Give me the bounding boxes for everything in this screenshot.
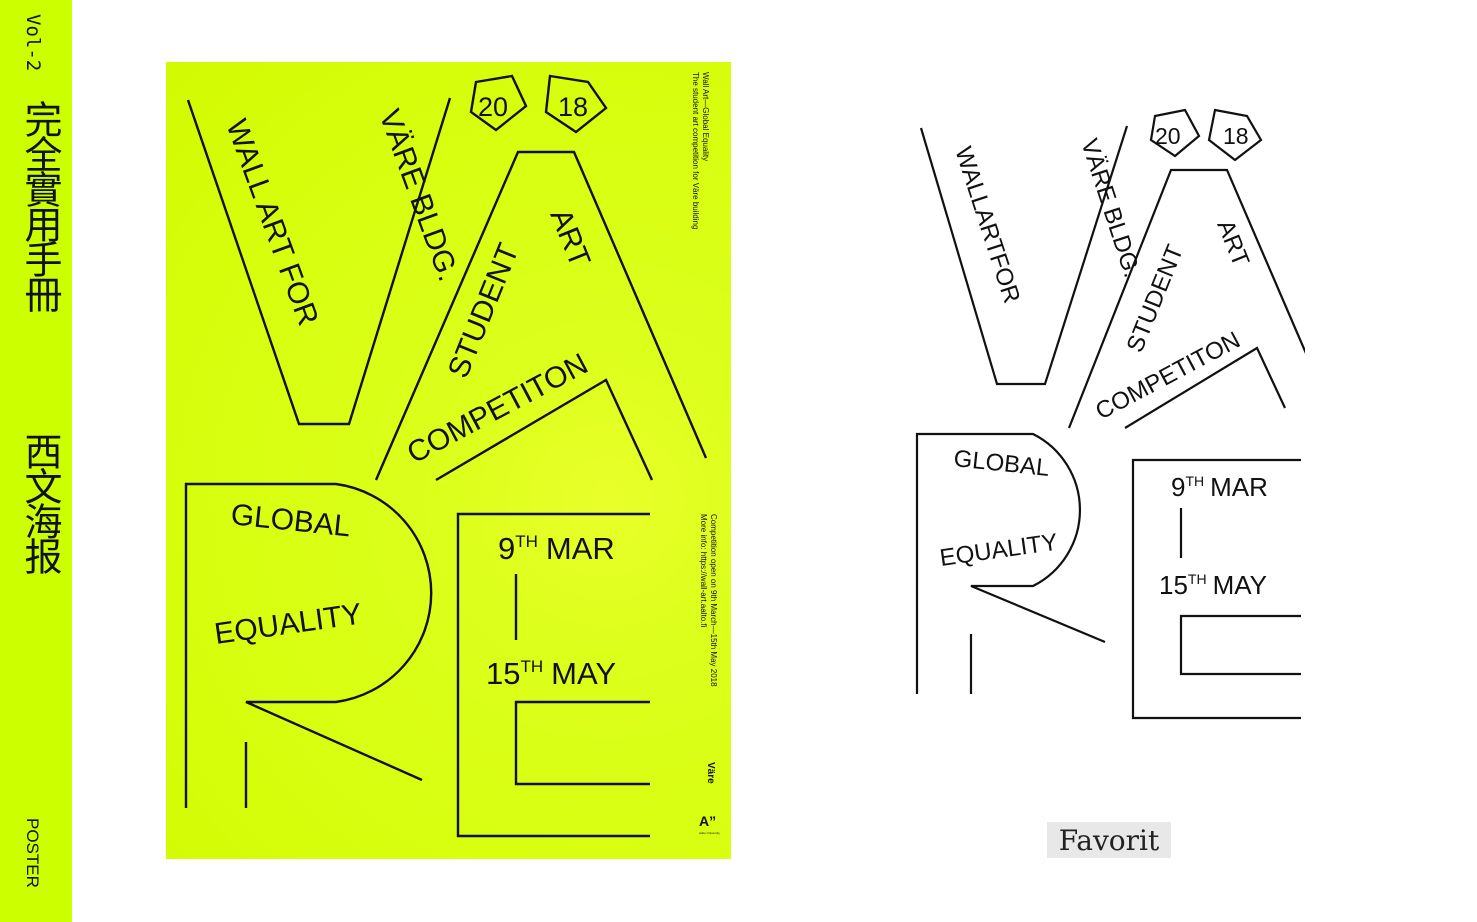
lineart-r-shape bbox=[915, 432, 1106, 694]
poster-date-start-month: MAR bbox=[546, 531, 615, 566]
year-pentagon-right bbox=[544, 74, 608, 134]
poster-date-start-sup: TH bbox=[515, 532, 538, 551]
poster-year-left: 20 bbox=[478, 92, 508, 122]
poster-side-info2: More info: https://wall-art.aalto.fi bbox=[699, 514, 708, 628]
poster-date-start-day: 9 bbox=[498, 531, 515, 566]
poster-date-end-month: MAY bbox=[551, 656, 616, 691]
lineart-date-start: 9TH MAR bbox=[1171, 472, 1268, 502]
poster-side-info1: Competition open on 9th March—15th May 2… bbox=[709, 514, 718, 687]
font-sample-artwork: 20 18 VÄRE BLDG. WALLARTFOR ART STUDENT … bbox=[905, 98, 1305, 728]
lineart-date-end: 15TH MAY bbox=[1159, 570, 1267, 600]
lineart-year-pentagon-left bbox=[1149, 108, 1201, 158]
poster-a-line3: COMPETITON bbox=[402, 347, 594, 470]
year-pentagon-left bbox=[469, 74, 528, 132]
r-shape-outline bbox=[184, 482, 433, 808]
e-shape-outline bbox=[456, 512, 650, 838]
lineart-a-line1: ART bbox=[1211, 216, 1254, 271]
poster-date-end-day: 15 bbox=[486, 656, 520, 691]
lineart-a-counter bbox=[1124, 346, 1286, 429]
poster-artwork: 20 18 VÄRE BLDG. WALL ART FOR ART STUDEN… bbox=[184, 72, 720, 838]
lineart-e-inner bbox=[1179, 614, 1301, 676]
poster-r-line2: EQUALITY bbox=[212, 598, 364, 651]
poster-date-end: 15TH MAY bbox=[486, 656, 616, 691]
lineart-year-pentagon-right bbox=[1207, 108, 1263, 162]
v-shape-outline bbox=[186, 97, 452, 426]
lineart-year-right: 18 bbox=[1223, 123, 1249, 149]
category-label: POSTER bbox=[23, 818, 42, 888]
poster-date-start: 9TH MAR bbox=[498, 531, 615, 566]
poster-side-title: Wall Art—Global Equality bbox=[701, 72, 710, 161]
lineart-date-end-day: 15 bbox=[1159, 570, 1188, 600]
poster-image: 20 18 VÄRE BLDG. WALL ART FOR ART STUDEN… bbox=[166, 62, 731, 859]
lineart-date-start-day: 9 bbox=[1171, 472, 1185, 502]
chinese-title: 完全實用手冊 西文海报 bbox=[14, 100, 62, 572]
poster-vare-mark: Väre bbox=[705, 762, 716, 784]
lineart-year-left: 20 bbox=[1155, 123, 1181, 149]
volume-label: Vol-2 bbox=[22, 14, 44, 72]
chinese-title-main: 完全實用手冊 bbox=[18, 100, 62, 310]
lineart-date-end-sup: TH bbox=[1188, 571, 1207, 587]
poster-side-subtitle: The student art competition for Väre bui… bbox=[691, 72, 700, 229]
lineart-r-line1: GLOBAL bbox=[952, 445, 1050, 482]
a-shape-outline bbox=[374, 150, 708, 481]
lineart-v-shape bbox=[919, 125, 1129, 386]
poster-year-right: 18 bbox=[558, 92, 588, 122]
poster-v-line1: VÄRE BLDG. bbox=[372, 105, 465, 285]
poster-logo: A” bbox=[699, 813, 716, 829]
lineart-svg: 20 18 VÄRE BLDG. WALLARTFOR ART STUDENT … bbox=[915, 108, 1305, 720]
lineart-e-shape bbox=[1131, 458, 1301, 720]
poster-v-line2: WALL ART FOR bbox=[219, 115, 324, 330]
lineart-r-line2: EQUALITY bbox=[938, 529, 1059, 572]
poster-date-end-sup: TH bbox=[520, 657, 543, 676]
sidebar: Vol-2 完全實用手冊 西文海报 POSTER bbox=[0, 0, 72, 922]
lineart-a-shape bbox=[1067, 168, 1305, 429]
chinese-title-sub: 西文海报 bbox=[18, 432, 62, 572]
poster-r-line1: GLOBAL bbox=[229, 498, 352, 543]
lineart-a-line3: COMPETITON bbox=[1091, 327, 1245, 426]
lineart-date-end-month: MAY bbox=[1213, 570, 1267, 600]
poster-a-line1: ART bbox=[544, 204, 597, 272]
lineart-date-start-sup: TH bbox=[1185, 473, 1204, 489]
a-shape-counter bbox=[435, 378, 654, 482]
font-name-label: Favorit bbox=[1047, 822, 1171, 858]
e-shape-inner bbox=[514, 700, 650, 786]
lineart-date-start-month: MAR bbox=[1210, 472, 1268, 502]
lineart-v-line2: WALLARTFOR bbox=[949, 144, 1025, 307]
poster-logo-sub: Aalto University bbox=[699, 831, 720, 835]
